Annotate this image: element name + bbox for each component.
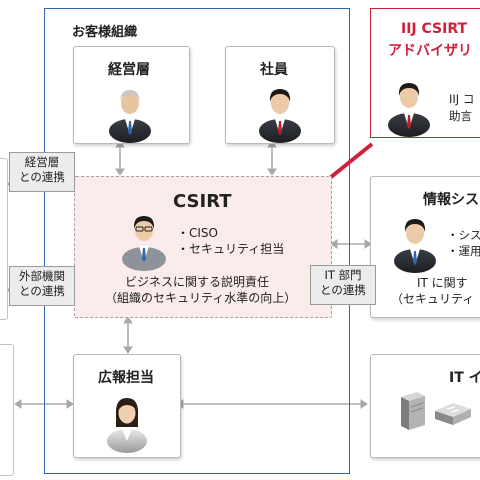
infosys-item-2: ・運用 xyxy=(447,244,480,258)
external-link-line1: 外部機関 xyxy=(19,269,65,283)
server-icon xyxy=(401,392,425,430)
executive-person-icon xyxy=(109,90,151,143)
executives-box: 経営層 xyxy=(73,46,190,144)
employees-title: 社員 xyxy=(260,62,288,78)
pr-title: 広報担当 xyxy=(98,370,154,386)
exec-link-line1: 経営層 xyxy=(24,155,60,169)
infosys-box: 情報シス ・シス ・運用 IT に関す （セキュリティ xyxy=(370,176,480,318)
infosys-item-1: ・シス xyxy=(447,228,480,242)
iij-title-line1: IIJ CSIRT xyxy=(401,21,468,37)
pr-box: 広報担当 xyxy=(73,354,181,458)
network-switch-icon xyxy=(435,403,471,425)
it-infra-box: IT イ xyxy=(370,354,480,458)
csirt-title: CSIRT xyxy=(173,191,232,212)
csirt-person-icon xyxy=(122,216,166,271)
exec-link-tag: 経営層 との連携 xyxy=(9,152,75,192)
iij-text-line1: IIJ コ xyxy=(449,92,475,106)
csirt-role-ciso: ・CISO xyxy=(177,226,218,240)
it-link-line2: との連携 xyxy=(320,283,366,297)
it-infra-title: IT イ xyxy=(449,370,480,386)
csirt-desc-line1: ビジネスに関する説明責任 xyxy=(125,275,270,289)
iij-person-icon xyxy=(388,83,430,137)
exec-link-line2: との連携 xyxy=(19,170,65,184)
csirt-role-security: ・セキュリティ担当 xyxy=(177,242,285,256)
infosys-desc-line2: （セキュリティ xyxy=(391,292,475,306)
iij-advisory-box: IIJ CSIRT アドバイザリ IIJ コ 助言 xyxy=(370,8,480,138)
employee-person-icon xyxy=(259,89,301,143)
iij-title-line2: アドバイザリ xyxy=(388,43,472,59)
left-partial-box-bottom xyxy=(0,344,14,476)
it-link-line1: IT 部門 xyxy=(324,268,362,282)
customer-org-title: お客様組織 xyxy=(72,25,138,40)
employees-box: 社員 xyxy=(225,46,335,144)
infosys-person-icon xyxy=(394,219,436,273)
external-link-tag: 外部機関 との連携 xyxy=(9,266,75,306)
customer-org-frame xyxy=(44,8,350,474)
external-link-line2: との連携 xyxy=(19,284,65,298)
executives-title: 経営層 xyxy=(108,62,150,78)
infosys-title: 情報シス xyxy=(423,192,479,208)
it-link-tag: IT 部門 との連携 xyxy=(310,265,376,305)
iij-text-line2: 助言 xyxy=(449,109,472,123)
infosys-desc-line1: IT に関す xyxy=(417,276,468,290)
csirt-box: CSIRT ・CISO ・セキュリティ担当 ビジネスに関する説明責任 （組織のセ… xyxy=(74,176,332,318)
pr-person-icon xyxy=(107,398,147,453)
csirt-desc-line2: （組織のセキュリティ水準の向上） xyxy=(105,291,297,305)
left-partial-box-top xyxy=(0,158,8,320)
